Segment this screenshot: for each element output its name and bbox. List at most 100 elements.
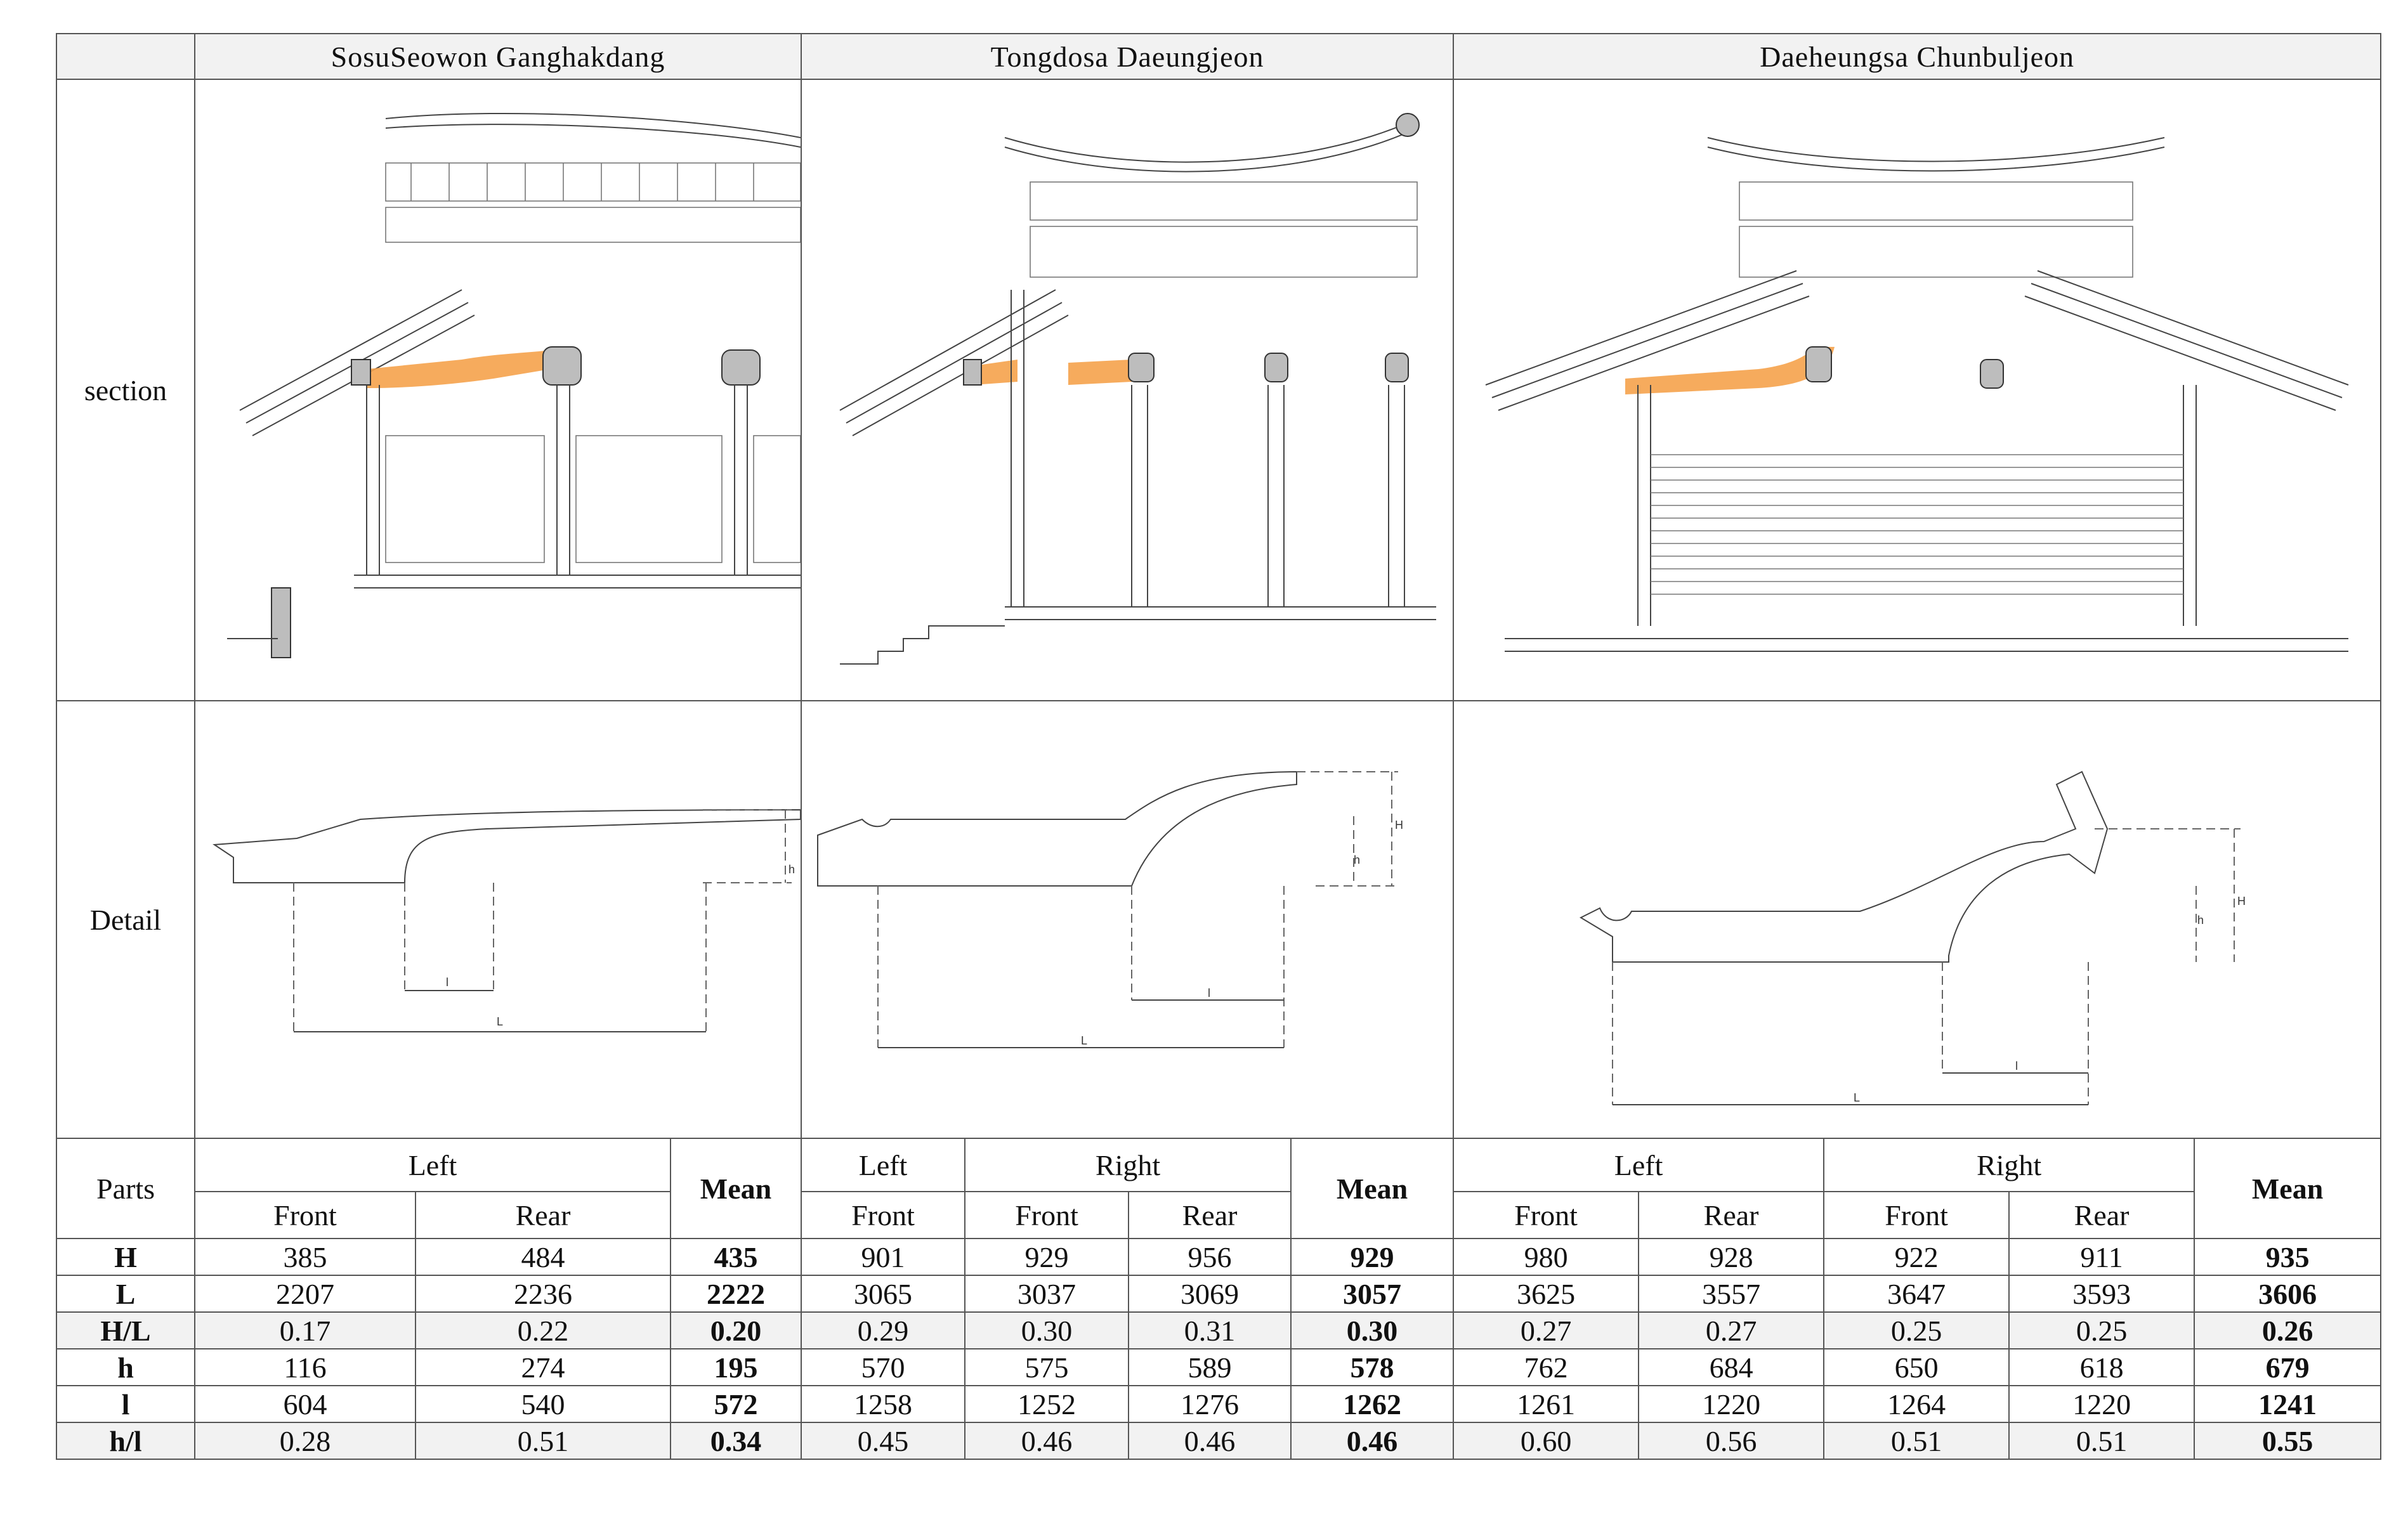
mean-cell: 0.26 bbox=[2194, 1311, 2382, 1349]
table-row: H/L 0.17 0.22 0.20 0.29 0.30 0.31 0.30 0… bbox=[56, 1311, 2382, 1349]
value-cell: 618 bbox=[2008, 1348, 2195, 1386]
dae-mean-header: Mean bbox=[2194, 1138, 2382, 1239]
value-cell: 0.46 bbox=[1128, 1422, 1292, 1460]
mean-cell: 0.30 bbox=[1290, 1311, 1455, 1349]
dae-left-front-header: Front bbox=[1453, 1191, 1640, 1239]
section-tongdosa-svg bbox=[839, 113, 1437, 665]
value-cell: 0.30 bbox=[964, 1311, 1130, 1349]
mean-cell: 0.20 bbox=[669, 1311, 802, 1349]
section-drawing-daeheungsa bbox=[1453, 79, 2382, 701]
detail-L-label-3: L bbox=[1854, 1091, 1860, 1104]
value-cell: 0.29 bbox=[801, 1311, 966, 1349]
detail-drawing-tongdosa: H h L l bbox=[801, 700, 1455, 1139]
mean-cell: 578 bbox=[1290, 1348, 1455, 1386]
section-drawing-sosuseowon bbox=[193, 79, 802, 701]
mean-cell: 679 bbox=[2194, 1348, 2382, 1386]
value-cell: 1276 bbox=[1128, 1385, 1292, 1423]
value-cell: 956 bbox=[1128, 1238, 1292, 1276]
value-cell: 2207 bbox=[194, 1275, 416, 1313]
table-row: H 385 484 435 901 929 956 929 980 928 92… bbox=[56, 1238, 2382, 1276]
value-cell: 0.51 bbox=[2008, 1422, 2195, 1460]
detail-h-label-2: h bbox=[1354, 854, 1360, 866]
detail-L-label-1: L bbox=[497, 1015, 503, 1028]
mean-cell: 929 bbox=[1290, 1238, 1455, 1276]
table-row: L 2207 2236 2222 3065 3037 3069 3057 362… bbox=[56, 1275, 2382, 1313]
value-cell: 1261 bbox=[1453, 1385, 1640, 1423]
mean-cell: 1262 bbox=[1290, 1385, 1455, 1423]
mean-cell: 1241 bbox=[2194, 1385, 2382, 1423]
param-name: l bbox=[56, 1385, 195, 1423]
detail-sosuseowon-svg: h L l bbox=[213, 809, 801, 1032]
comparison-table: SosuSeowon Ganghakdang Tongdosa Daeungje… bbox=[56, 33, 2382, 1460]
value-cell: 0.27 bbox=[1638, 1311, 1825, 1349]
value-cell: 0.51 bbox=[1823, 1422, 2010, 1460]
detail-tongdosa-svg: H h L l bbox=[817, 771, 1403, 1048]
value-cell: 0.27 bbox=[1453, 1311, 1640, 1349]
value-cell: 3065 bbox=[801, 1275, 966, 1313]
row-label-section: section bbox=[56, 79, 195, 701]
value-cell: 929 bbox=[964, 1238, 1130, 1276]
value-cell: 1264 bbox=[1823, 1385, 2010, 1423]
value-cell: 0.25 bbox=[2008, 1311, 2195, 1349]
value-cell: 980 bbox=[1453, 1238, 1640, 1276]
mean-cell: 935 bbox=[2194, 1238, 2382, 1276]
value-cell: 901 bbox=[801, 1238, 966, 1276]
value-cell: 3069 bbox=[1128, 1275, 1292, 1313]
mean-cell: 3606 bbox=[2194, 1275, 2382, 1313]
param-name: H/L bbox=[56, 1311, 195, 1349]
dae-right-header: Right bbox=[1823, 1138, 2195, 1192]
tong-right-front-header: Front bbox=[964, 1191, 1130, 1239]
value-cell: 1252 bbox=[964, 1385, 1130, 1423]
param-name: h/l bbox=[56, 1422, 195, 1460]
section-drawing-tongdosa bbox=[801, 79, 1455, 701]
table-row: l 604 540 572 1258 1252 1276 1262 1261 1… bbox=[56, 1385, 2382, 1423]
value-cell: 911 bbox=[2008, 1238, 2195, 1276]
value-cell: 385 bbox=[194, 1238, 416, 1276]
value-cell: 0.25 bbox=[1823, 1311, 2010, 1349]
dae-left-header: Left bbox=[1453, 1138, 1825, 1192]
value-cell: 1220 bbox=[2008, 1385, 2195, 1423]
value-cell: 0.31 bbox=[1128, 1311, 1292, 1349]
parts-header: Parts bbox=[56, 1138, 195, 1239]
mean-cell: 2222 bbox=[669, 1275, 802, 1313]
row-label-detail: Detail bbox=[56, 700, 195, 1139]
detail-drawing-daeheungsa: H h L l bbox=[1453, 700, 2382, 1139]
tong-right-header: Right bbox=[964, 1138, 1292, 1192]
value-cell: 1258 bbox=[801, 1385, 966, 1423]
mean-cell: 0.34 bbox=[669, 1422, 802, 1460]
tong-left-front-header: Front bbox=[801, 1191, 966, 1239]
value-cell: 650 bbox=[1823, 1348, 2010, 1386]
value-cell: 2236 bbox=[415, 1275, 671, 1313]
mean-cell: 0.55 bbox=[2194, 1422, 2382, 1460]
value-cell: 762 bbox=[1453, 1348, 1640, 1386]
comparison-table-figure: SosuSeowon Ganghakdang Tongdosa Daeungje… bbox=[56, 33, 2382, 1473]
detail-h-label-1: h bbox=[788, 863, 795, 876]
tong-right-rear-header: Rear bbox=[1128, 1191, 1292, 1239]
table-row: h 116 274 195 570 575 589 578 762 684 65… bbox=[56, 1348, 2382, 1386]
value-cell: 589 bbox=[1128, 1348, 1292, 1386]
value-cell: 1220 bbox=[1638, 1385, 1825, 1423]
value-cell: 274 bbox=[415, 1348, 671, 1386]
value-cell: 0.17 bbox=[194, 1311, 416, 1349]
detail-H-label-3: H bbox=[2237, 895, 2246, 907]
mean-cell: 435 bbox=[669, 1238, 802, 1276]
header-daeheungsa: Daeheungsa Chunbuljeon bbox=[1453, 33, 2382, 80]
detail-daeheungsa-svg: H h L l bbox=[1579, 771, 2246, 1105]
value-cell: 116 bbox=[194, 1348, 416, 1386]
value-cell: 3037 bbox=[964, 1275, 1130, 1313]
dae-right-front-header: Front bbox=[1823, 1191, 2010, 1239]
value-cell: 3625 bbox=[1453, 1275, 1640, 1313]
value-cell: 540 bbox=[415, 1385, 671, 1423]
value-cell: 3647 bbox=[1823, 1275, 2010, 1313]
dae-right-rear-header: Rear bbox=[2008, 1191, 2195, 1239]
param-name: H bbox=[56, 1238, 195, 1276]
sosu-left-header: Left bbox=[194, 1138, 671, 1192]
value-cell: 484 bbox=[415, 1238, 671, 1276]
value-cell: 3593 bbox=[2008, 1275, 2195, 1313]
value-cell: 0.60 bbox=[1453, 1422, 1640, 1460]
value-cell: 0.22 bbox=[415, 1311, 671, 1349]
mean-cell: 3057 bbox=[1290, 1275, 1455, 1313]
mean-cell: 572 bbox=[669, 1385, 802, 1423]
detail-h-label-3: h bbox=[2197, 914, 2204, 927]
value-cell: 0.51 bbox=[415, 1422, 671, 1460]
